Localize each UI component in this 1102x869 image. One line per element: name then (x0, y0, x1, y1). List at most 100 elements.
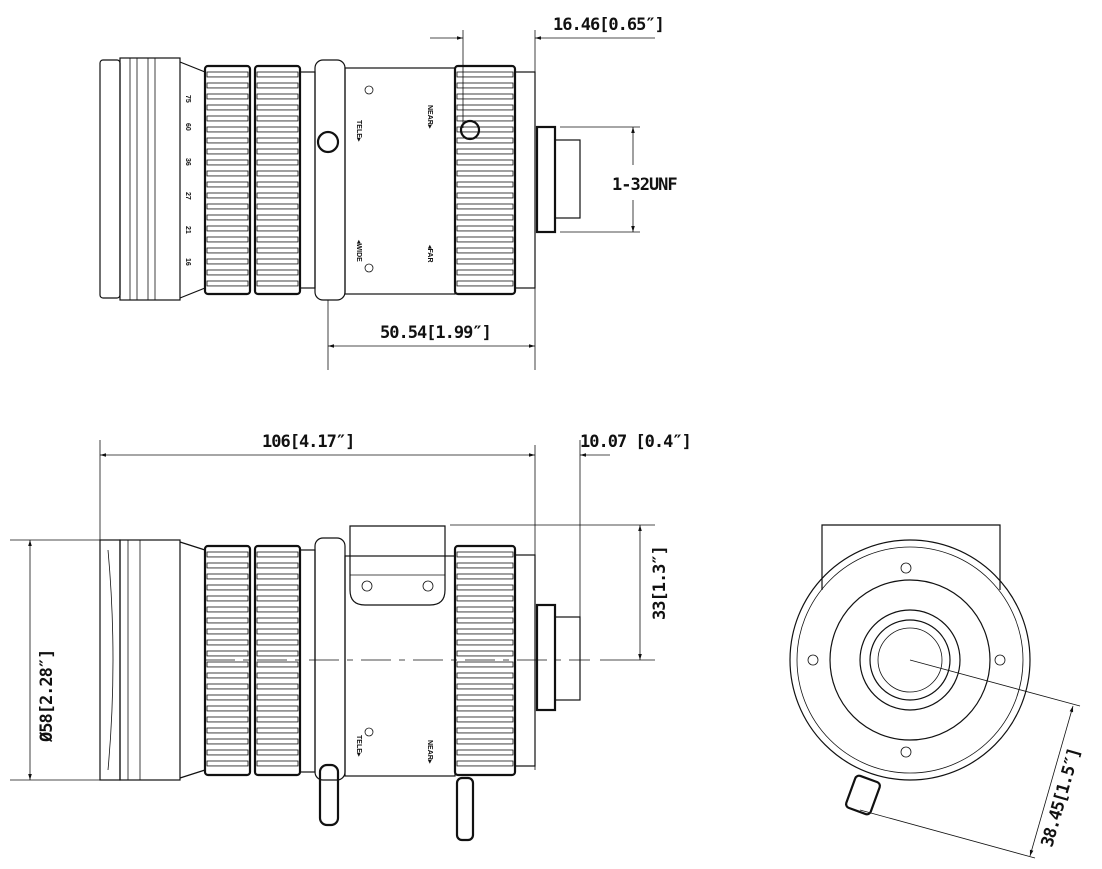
knurl-ridge (456, 214, 514, 221)
top-side-view: TELE▸ ◂WIDE NEAR▸ ◂FAR 16 21 27 36 60 75… (99, 15, 678, 370)
knurl-ridge (206, 82, 249, 89)
knurl-ridge (456, 562, 514, 569)
dim-mount-thread: 1-32UNF (612, 175, 677, 195)
knurl-ridge (256, 258, 299, 265)
knurl-ridge (456, 93, 514, 100)
knurl-ridge (206, 280, 249, 287)
knurl-ridge (256, 236, 299, 243)
focal-mark-16: 16 (184, 258, 191, 266)
knurl-ridge (256, 93, 299, 100)
knurl-ridge (256, 727, 299, 734)
focus-knob-icon (455, 776, 475, 842)
knurl-ridge (256, 551, 299, 558)
knurl-ridge (206, 716, 249, 723)
knurl-ridge (206, 606, 249, 613)
focal-mark-36: 36 (184, 158, 191, 166)
knurl-ridge (456, 683, 514, 690)
knurl-ridge (256, 126, 299, 133)
knurl-ridge (256, 628, 299, 635)
knurl-ridge (206, 71, 249, 78)
knurl-ridge (256, 705, 299, 712)
dim-bracket-height: 33[1.3″] (650, 546, 670, 620)
knurl-ridge (456, 672, 514, 679)
knurl-ridge (206, 159, 249, 166)
far-label: ◂FAR (426, 244, 433, 263)
knurl-ridge (456, 82, 514, 89)
knurl-ridge (206, 258, 249, 265)
knurl-ridge (456, 236, 514, 243)
knurl-ridge (206, 148, 249, 155)
knurl-ridge (456, 606, 514, 613)
knurl-ridge (256, 573, 299, 580)
knurl-ridge (256, 716, 299, 723)
knurl-ridge (456, 760, 514, 767)
knurl-ridge (206, 760, 249, 767)
knurl-ridge (256, 738, 299, 745)
knurl-ridge (256, 694, 299, 701)
zoom-lock-screw-icon (316, 130, 340, 154)
knurl-ridge (256, 683, 299, 690)
knurl-ridge (456, 203, 514, 210)
knurl-ridge (456, 617, 514, 624)
knurl-ridge (256, 661, 299, 668)
knurl-ridge (256, 104, 299, 111)
knurl-ridge (256, 606, 299, 613)
knurl-ridge (456, 573, 514, 580)
knurl-ridge (206, 639, 249, 646)
knurl-ridge (206, 225, 249, 232)
knurl-ridge (206, 650, 249, 657)
knurl-ridge (456, 148, 514, 155)
knurl-ridge (456, 192, 514, 199)
knurl-ridge (456, 137, 514, 144)
knurl-ridge (456, 650, 514, 657)
focal-mark-21: 21 (184, 226, 191, 234)
knurl-ridge (206, 192, 249, 199)
focus-lock-screw-icon (459, 119, 481, 141)
focal-mark-75: 75 (184, 95, 191, 103)
knurl-ridge (456, 705, 514, 712)
dim-back-focus: 16.46[0.65″] (553, 15, 664, 35)
knurl-ridge (456, 104, 514, 111)
knurl-ridge (256, 617, 299, 624)
knurl-ridge (206, 181, 249, 188)
dim-knob-radius: 38.45[1.5″] (1038, 746, 1085, 849)
tele-label: TELE▸ (355, 120, 362, 142)
knurl-ridge (256, 269, 299, 276)
knurl-ridge (456, 225, 514, 232)
knurl-ridge (206, 247, 249, 254)
knurl-ridge (256, 71, 299, 78)
knurl-ridge (256, 137, 299, 144)
knurl-ridge (256, 181, 299, 188)
knurl-ridge (456, 126, 514, 133)
knurl-ridge (206, 595, 249, 602)
dim-diameter: Ø58[2.28″] (37, 650, 57, 743)
zoom-knob-icon (318, 763, 340, 827)
knurl-ridge (256, 115, 299, 122)
dim-total-length: 106[4.17″] (262, 432, 354, 452)
knurl-ridge (456, 170, 514, 177)
knurl-ridge (206, 104, 249, 111)
knurl-ridge (206, 137, 249, 144)
knurl-ridge (456, 71, 514, 78)
knurl-ridge (206, 738, 249, 745)
knurl-ridge (206, 115, 249, 122)
knurl-ridge (256, 192, 299, 199)
knurl-ridge (256, 203, 299, 210)
knurl-ridge (256, 148, 299, 155)
knurl-ridge (256, 562, 299, 569)
knurl-ridge (456, 738, 514, 745)
knurl-ridge (456, 661, 514, 668)
knurl-ridge (206, 93, 249, 100)
dim-rear-length: 50.54[1.99″] (380, 323, 491, 343)
knurl-ridge (206, 617, 249, 624)
knurl-ridge (256, 280, 299, 287)
knurl-ridge (456, 749, 514, 756)
near-label: NEAR▸ (426, 105, 433, 129)
knurl-ridge (456, 551, 514, 558)
knurl-ridge (206, 628, 249, 635)
front-knob-icon (844, 774, 882, 816)
knurl-ridge (456, 159, 514, 166)
knurl-ridge (256, 225, 299, 232)
focal-mark-60: 60 (184, 123, 191, 131)
